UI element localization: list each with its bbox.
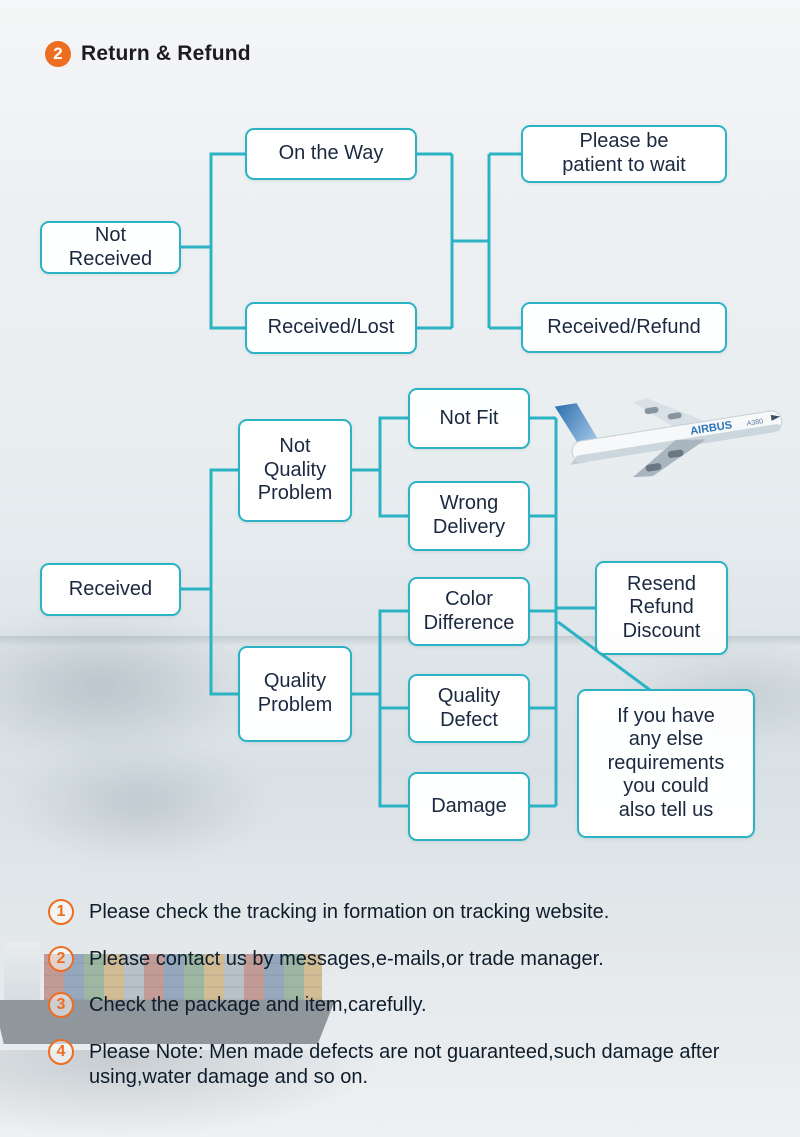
world-map-texture [10,742,270,862]
note-text: Check the package and item,carefully. [89,994,427,1016]
note-text: Please check the tracking in formation o… [89,901,610,923]
page-title: Return & Refund [81,42,251,65]
flow-node-label: Received/Lost [267,316,395,339]
note-text: Please Note: Men made defects are not gu… [89,1041,720,1088]
flow-node-received: Received [40,563,181,616]
airplane-model-label: A380 [746,418,763,427]
note-number-badge: 2 [48,946,74,972]
note-item: 4 Please Note: Men made defects are not … [48,1039,729,1090]
note-number-badge: 4 [48,1039,74,1065]
flow-node-label: Received [68,577,153,600]
note-number-badge: 3 [48,992,74,1018]
flow-node-not-fit: Not Fit [408,388,530,449]
airplane-engine [645,463,662,472]
note-number-badge: 1 [48,899,74,925]
airplane-engine [667,449,684,458]
note-item: 2 Please contact us by messages,e-mails,… [48,946,604,972]
flow-node-label: Received/Refund [547,315,701,338]
ship-bridge [4,942,40,1000]
connector-received-branch [181,468,238,696]
airplane-image: AIRBUS A380 [554,398,783,478]
note-text: Please contact us by messages,e-mails,or… [89,948,604,970]
flow-node-label: On the Way [278,142,384,165]
connector-not-quality-branch [352,416,408,518]
flow-node-damage: Damage [408,772,530,841]
connector-not-received-branch [181,152,245,330]
flow-node-label: Not Fit [439,406,499,429]
flow-node-received-lost: Received/Lost [245,302,417,354]
flow-node-received-refund: Received/Refund [521,302,727,353]
airplane-cockpit [770,414,781,421]
section-header: 2 Return & Refund [45,41,251,67]
section-number-badge: 2 [45,41,71,67]
airplane-far-wing [633,398,705,428]
ship-containers [44,954,322,1000]
airplane-engine [644,406,659,415]
flow-node-label: Damage [431,794,507,817]
note-item: 3 Check the package and item,carefully. [48,992,427,1018]
connector-shipping-outcomes [417,152,521,330]
airplane-engine [667,412,682,420]
note-item: 1 Please check the tracking in formation… [48,899,609,925]
flow-node-on-the-way: On the Way [245,128,417,180]
world-map-texture [0,610,260,760]
